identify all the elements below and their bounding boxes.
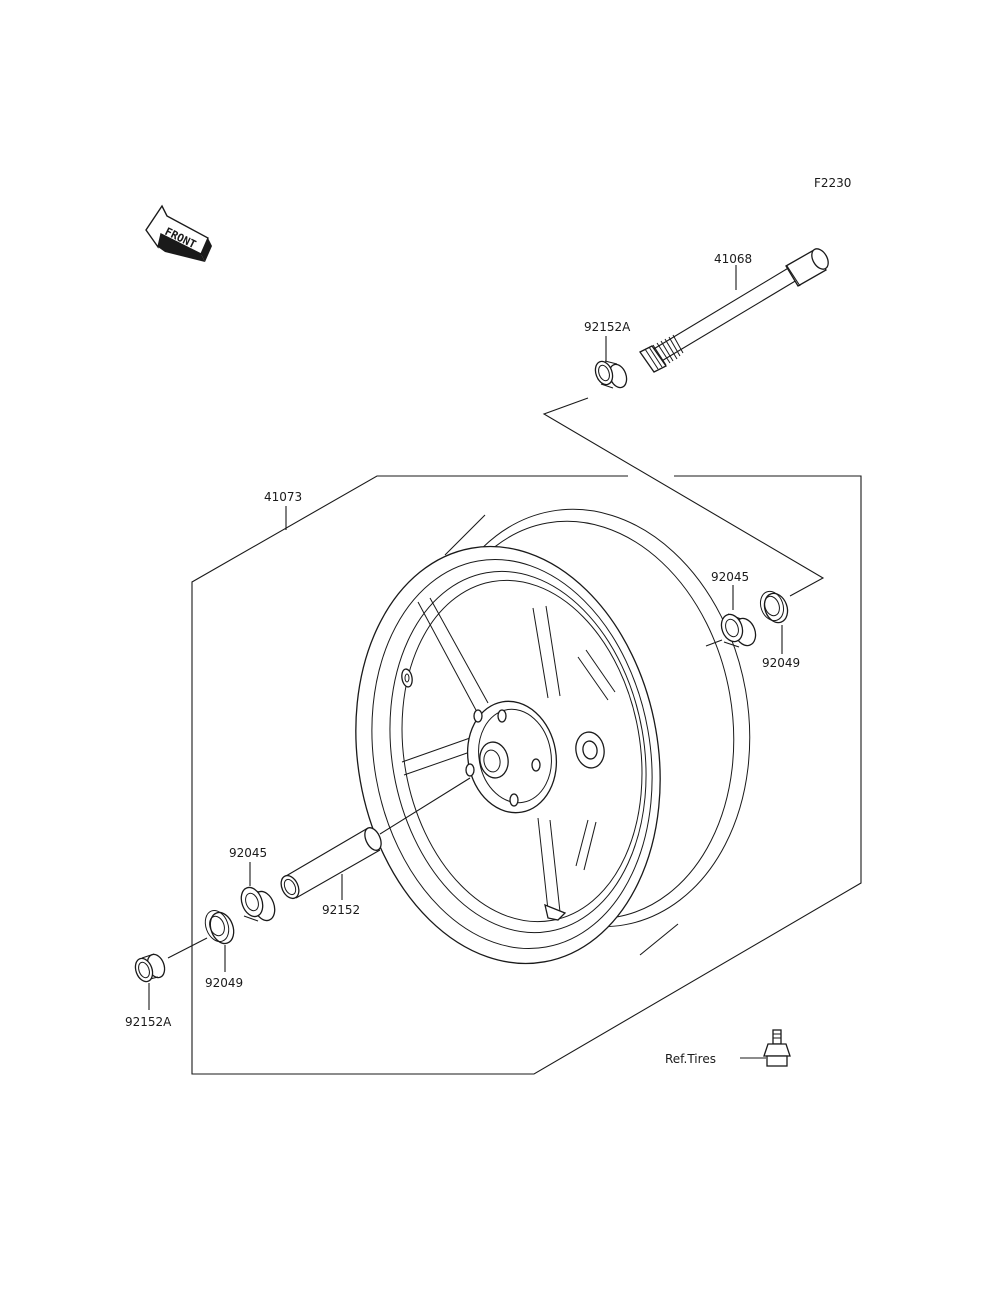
seal-left-part: [204, 910, 235, 945]
collar-top-label: 92152A: [584, 320, 631, 334]
seal-right-part: [759, 590, 789, 624]
collar-bottom-label: 92152A: [125, 1015, 172, 1029]
collar-bottom-part: [134, 953, 166, 983]
collar-top-part: [594, 360, 628, 389]
seal-right-label: 92049: [762, 656, 800, 670]
bearing-right-axis-line: [705, 639, 723, 647]
valve-part: [763, 1029, 791, 1067]
ref-tires-label: Ref.Tires: [665, 1052, 716, 1066]
bearing-left-label: 92045: [229, 846, 267, 860]
wheel-assembly-frame: [191, 475, 862, 1075]
spacer-label: 92152: [322, 903, 360, 917]
bearing-left-part: [240, 886, 276, 922]
assembly-line-top: [542, 397, 825, 597]
front-arrow-icon: FRONT: [145, 204, 212, 262]
bearing-right-label: 92045: [711, 570, 749, 584]
axle-label: 41068: [714, 252, 752, 266]
wheel-rim-part: [355, 508, 751, 965]
seal-left-label: 92049: [205, 976, 243, 990]
bearing-right-part: [720, 613, 757, 648]
figure-code: F2230: [814, 176, 851, 190]
seal-left-axis-line: [167, 937, 208, 959]
spacer-axis-line: [379, 777, 471, 835]
axle-part: [639, 248, 829, 373]
wheel-label: 41073: [264, 490, 302, 504]
spacer-part: [280, 827, 382, 900]
